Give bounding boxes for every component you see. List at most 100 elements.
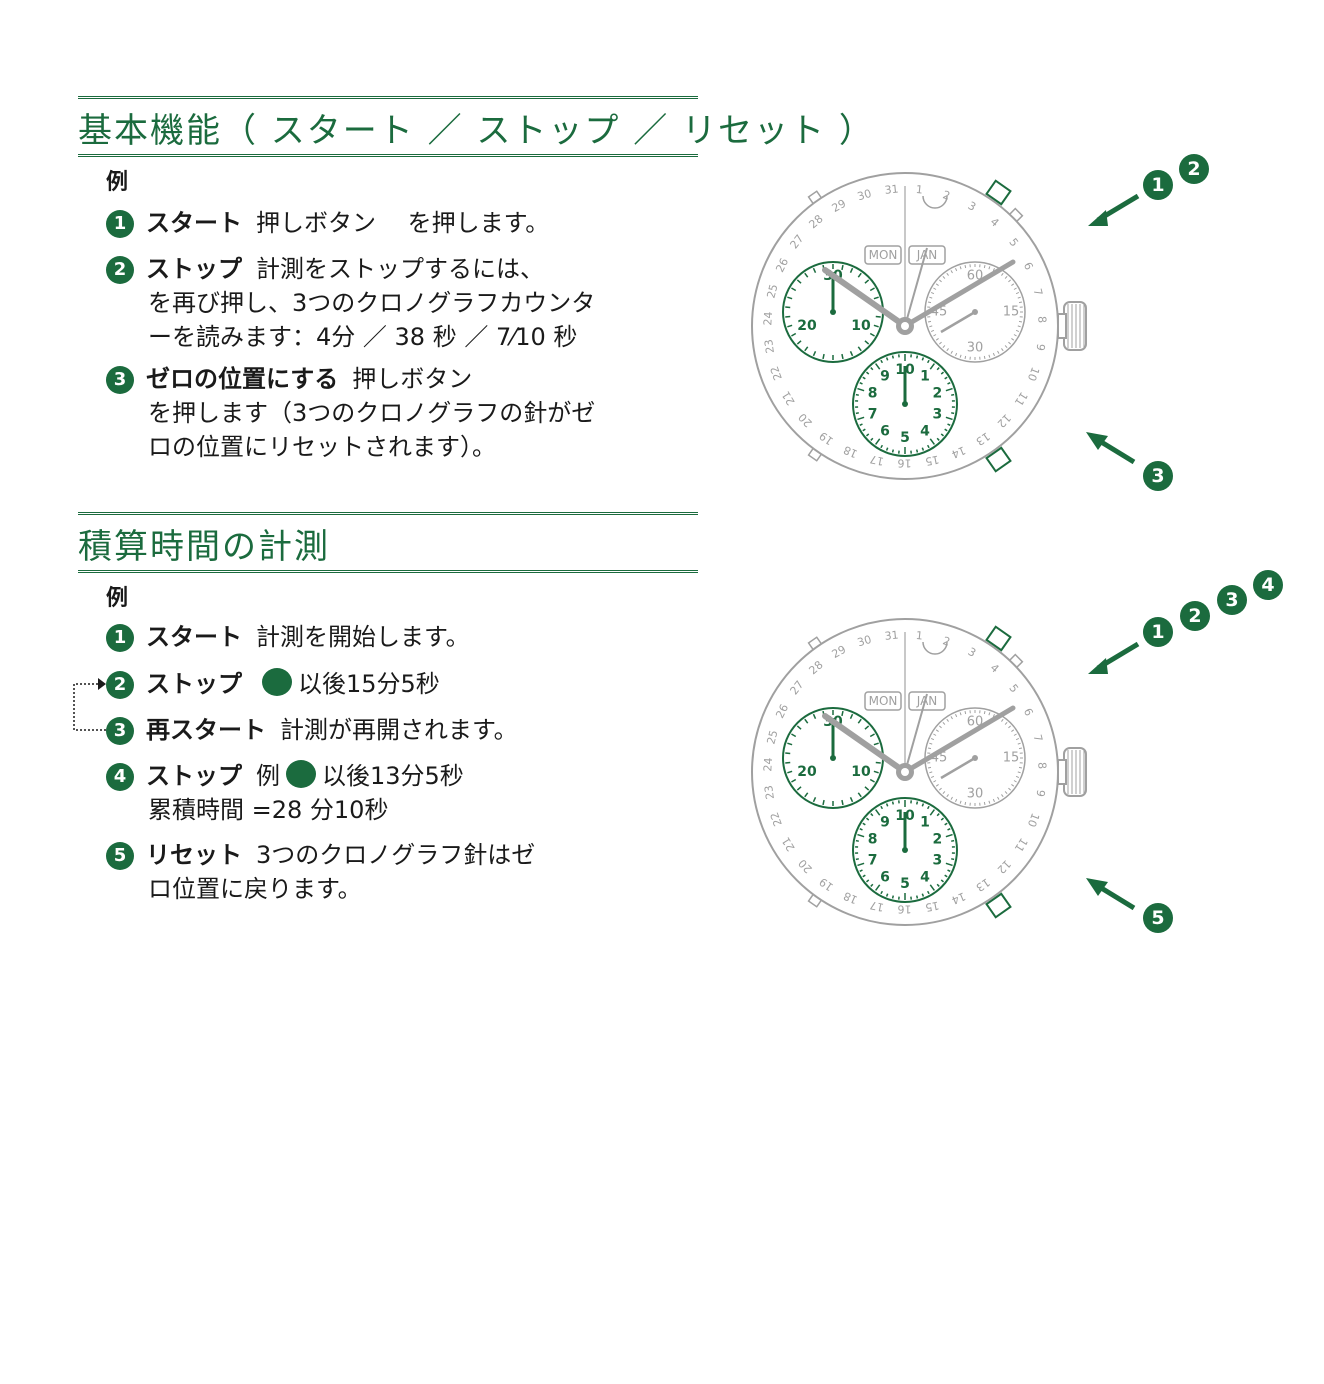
counter-tick — [822, 799, 825, 806]
counter-tick — [927, 320, 932, 323]
counter-tick — [796, 786, 802, 791]
counter-tick — [787, 742, 793, 746]
day-window-text: MON — [869, 248, 898, 262]
counter-tick — [955, 267, 958, 272]
date-ring-number: 15 — [924, 453, 940, 469]
hour-hand — [822, 267, 908, 329]
hand-pivot — [902, 401, 908, 407]
counter-tick — [1001, 794, 1004, 798]
counter-tick — [796, 725, 802, 730]
counter-tick — [929, 884, 935, 891]
date-ring-number: 15 — [924, 899, 940, 915]
counter-tick — [1004, 275, 1008, 279]
counter-tick — [1013, 334, 1017, 337]
step-text: 押しボタン を押します。 — [256, 209, 550, 237]
hand-pivot — [972, 309, 978, 315]
counter-tick — [855, 858, 859, 861]
counter-tick — [1015, 329, 1020, 332]
counter-tick — [785, 315, 791, 318]
counter-tick — [944, 376, 948, 380]
step-number: 4 — [106, 763, 134, 791]
counter-tick — [870, 437, 874, 441]
counter-tick — [1017, 771, 1021, 774]
counter-tick — [930, 775, 935, 778]
counter-tick — [869, 778, 875, 783]
counter-tick — [875, 809, 881, 816]
counter-tick — [926, 805, 930, 810]
counter-tick — [1001, 272, 1004, 276]
counter-tick — [983, 355, 986, 360]
counter-tick — [942, 275, 946, 279]
counter-tick — [1011, 729, 1015, 732]
date-ring-number: 25 — [764, 283, 780, 300]
counter-label: 5 — [900, 876, 910, 892]
counter-tick — [946, 348, 949, 352]
date-ring-number: 8 — [1035, 316, 1048, 324]
counter-tick — [857, 346, 862, 352]
counter-tick — [862, 376, 866, 380]
month-window-text: JAN — [916, 694, 938, 708]
step-text-cont: 累積時間 =28 分10秒 — [148, 796, 389, 824]
hand-pivot — [972, 755, 978, 761]
counter-tick — [865, 817, 870, 821]
counter-tick — [857, 416, 865, 421]
counter-tick — [841, 353, 844, 360]
counter-tick — [988, 354, 991, 358]
counter-tick — [870, 367, 874, 371]
counter-tick — [927, 766, 932, 769]
counter-tick — [1018, 747, 1023, 750]
counter-tick — [955, 352, 958, 357]
counter-tick — [942, 721, 946, 725]
counter-tick — [964, 264, 967, 269]
counter-tick — [812, 796, 817, 803]
step-text: 以後15分5秒 — [298, 670, 440, 698]
counter-tick — [933, 287, 937, 290]
step-heading: スタート — [146, 623, 242, 651]
counter-tick — [873, 296, 879, 300]
step-number: 3 — [106, 366, 134, 394]
date-ring-number: 23 — [762, 784, 777, 800]
counter-tick — [791, 287, 797, 292]
counter-tick — [1017, 742, 1021, 745]
counter-tick — [875, 761, 881, 764]
counter-tick — [959, 800, 962, 804]
date-ring-number: 10 — [1025, 365, 1042, 383]
counter-tick — [1018, 320, 1023, 323]
step-heading: ストップ — [146, 670, 242, 698]
counter-tick — [864, 725, 870, 730]
counter-tick — [930, 292, 935, 295]
counter-tick — [796, 340, 802, 345]
counter-tick — [933, 780, 937, 783]
step-text: 計測が再開されます。 — [280, 716, 518, 744]
counter-tick — [855, 839, 859, 842]
counter-tick — [870, 813, 874, 817]
counter-label: 3 — [932, 853, 942, 869]
counter-tick — [785, 306, 791, 309]
callout-badge: 3 — [1143, 461, 1173, 491]
counter-tick — [891, 895, 895, 899]
step-heading: リセット — [146, 841, 242, 869]
counter-tick — [841, 799, 844, 806]
counter-tick — [955, 798, 958, 803]
crown — [1063, 747, 1087, 797]
counter-tick — [859, 869, 863, 872]
date-ring-number: 18 — [842, 443, 860, 460]
counter-label: 15 — [1003, 305, 1020, 320]
seconds-counter-hand — [940, 756, 976, 780]
counter-tick — [951, 393, 955, 396]
date-ring-number: 1 — [915, 629, 923, 643]
date-ring-number: 11 — [1012, 389, 1030, 408]
date-pointer — [922, 641, 948, 655]
hand-pivot — [902, 847, 908, 853]
date-ring-number: 1 — [915, 183, 923, 197]
counter-tick — [929, 325, 933, 328]
counter-tick — [1008, 725, 1012, 729]
counter-tick — [950, 350, 953, 354]
counter-tick — [849, 713, 854, 720]
counter-label: 8 — [868, 831, 878, 847]
counter-tick — [891, 355, 895, 359]
date-ring-number: 17 — [869, 452, 885, 468]
counter-tick — [891, 449, 895, 453]
